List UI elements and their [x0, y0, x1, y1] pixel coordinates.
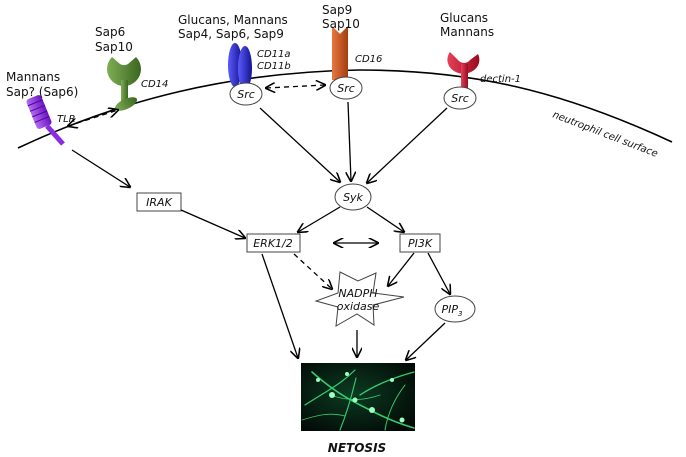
src-label-3: Src — [451, 92, 469, 105]
cd14-ligand-line1: Sap6 — [95, 25, 125, 39]
cd11-ligand-line1: Glucans, Mannans — [178, 13, 288, 27]
tlr-ligand-line2: Sap? (Sap6) — [6, 85, 78, 99]
syk-label: Syk — [343, 191, 363, 204]
cd11-ligand-line2: Sap4, Sap6, Sap9 — [178, 27, 284, 41]
cd14-label: CD14 — [141, 79, 168, 90]
netosis-image — [301, 363, 415, 431]
nadph-label-line1: NADPH — [338, 287, 377, 300]
src-label-1: Src — [237, 88, 255, 101]
cd16-receptor — [332, 26, 348, 80]
cd16-ligand-line1: Sap9 — [322, 3, 352, 17]
cd11-receptor — [228, 43, 252, 90]
dectin-1-receptor — [447, 52, 480, 90]
tlr-label: TLR — [57, 114, 76, 125]
nadph-oxidase-node: NADPH oxidase — [314, 271, 405, 327]
cd11a-label: CD11a — [257, 49, 291, 60]
pip3-label: PIP3 — [442, 303, 463, 318]
dectin-ligand-line1: Glucans — [440, 11, 488, 25]
erk-label: ERK1/2 — [253, 237, 293, 250]
src-node-1: Src — [229, 82, 263, 106]
pathway-arrows — [68, 85, 450, 360]
cd14-ligand-line2: Sap10 — [95, 40, 133, 54]
irak-node: IRAK — [136, 192, 182, 212]
erk-node: ERK1/2 — [246, 233, 301, 253]
src-label-2: Src — [337, 82, 355, 95]
pi3k-label: PI3K — [408, 237, 433, 250]
pi3k-node: PI3K — [399, 233, 441, 253]
src-node-3: Src — [443, 86, 477, 110]
cd16-ligand-line2: Sap10 — [322, 17, 360, 31]
pip3-node: PIP3 — [434, 295, 476, 323]
netosis-label: NETOSIS — [328, 441, 386, 455]
tlr-receptor — [26, 95, 65, 146]
nadph-label-line2: oxidase — [337, 300, 380, 313]
irak-label: IRAK — [146, 196, 172, 209]
dectin-1-label: dectin-1 — [480, 74, 521, 85]
cd11b-label: CD11b — [257, 61, 291, 72]
src-node-2: Src — [329, 76, 363, 100]
syk-node: Syk — [334, 183, 372, 211]
dectin-ligand-line2: Mannans — [440, 25, 494, 39]
cd14-receptor — [107, 57, 141, 111]
tlr-ligand-line1: Mannans — [6, 70, 60, 84]
membrane-label: neutrophil cell surface — [551, 110, 659, 160]
cd16-label: CD16 — [355, 54, 382, 65]
